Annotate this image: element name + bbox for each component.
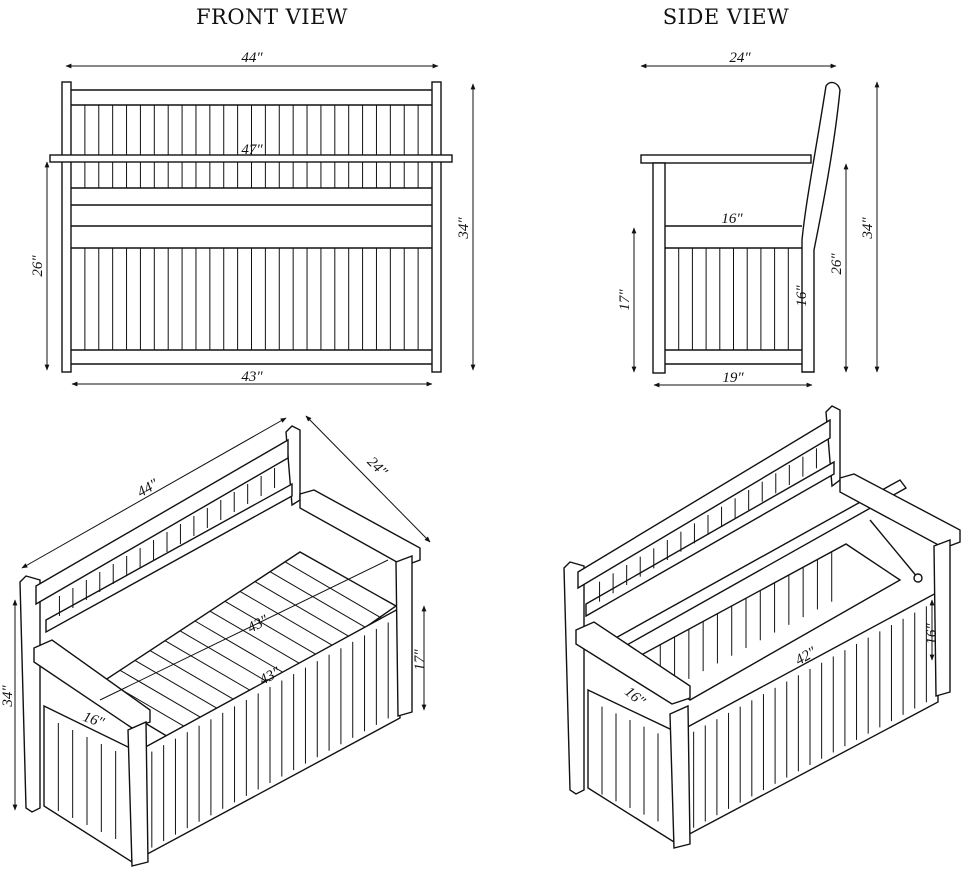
side-seat-height-label: 17″ <box>617 289 633 311</box>
side-total-height-label: 34″ <box>860 217 876 240</box>
front-width-seat-label: 43″ <box>241 369 263 385</box>
iso-left-front-slats <box>151 622 389 848</box>
iso-lid-slat <box>254 581 352 639</box>
iso-left-back-armrest <box>299 489 421 567</box>
iso-lid-slat <box>164 640 262 698</box>
front-view: 44″ 47″ 43″ 26″ 34″ <box>30 50 476 387</box>
front-armrest <box>49 154 453 163</box>
side-arm-height-label: 26″ <box>829 253 845 275</box>
iso-left-length-label: 44″ <box>135 476 162 501</box>
side-seat-depth-label: 16″ <box>721 211 743 227</box>
side-depth-bottom-label: 19″ <box>722 370 744 386</box>
iso-left-front-right-post <box>127 720 149 867</box>
iso-lid-slat <box>269 571 367 629</box>
iso-lid-slat <box>194 620 292 678</box>
iso-right-side-slats <box>601 706 659 822</box>
side-box-height-label: 16″ <box>794 285 810 307</box>
front-width-arm-label: 47″ <box>241 142 263 158</box>
side-front-leg <box>652 162 666 374</box>
iso-right-front-right-post <box>669 704 691 849</box>
front-back-slats <box>84 105 419 188</box>
iso-left-total-height-label: 34″ <box>0 685 16 708</box>
side-box-slats <box>678 248 789 350</box>
side-armrest <box>640 154 812 164</box>
side-depth-top-label: 24″ <box>729 50 751 66</box>
side-view-title: SIDE VIEW <box>663 5 789 29</box>
iso-left-right-post <box>395 554 413 717</box>
iso-right-right-post <box>933 538 951 697</box>
iso-closed-bench: 44″ 24″ 34″ 17″ 43″ 43″ 16″ <box>0 415 431 867</box>
front-height-right-label: 34″ <box>456 217 472 240</box>
iso-left-seat-height-label: 17″ <box>412 649 428 671</box>
iso-left-seat-depth-label: 16″ <box>81 709 107 732</box>
iso-right-inner-depth-label: 16″ <box>621 684 648 710</box>
iso-right-front-slats <box>693 606 927 828</box>
iso-open-bench: 42″ 16″ 16″ <box>563 405 961 849</box>
iso-left-front-left-post <box>19 575 41 813</box>
front-left-post <box>61 81 72 373</box>
iso-lid-slat <box>284 561 382 619</box>
iso-right-inner-slats <box>659 551 833 695</box>
iso-right-front-armrest <box>575 621 691 705</box>
iso-left-side-slats <box>57 723 117 839</box>
front-width-top-label: 44″ <box>241 50 263 66</box>
front-view-title: FRONT VIEW <box>196 5 348 29</box>
iso-lid-slat <box>209 610 307 668</box>
iso-lid-slat <box>134 659 232 717</box>
iso-right-back-slats <box>599 448 817 602</box>
front-height-left-label: 26″ <box>30 255 46 277</box>
iso-lid-slat <box>239 590 337 648</box>
iso-right-back-armrest <box>839 473 961 549</box>
iso-left-front-armrest <box>33 639 151 729</box>
iso-lid-slat <box>224 600 322 658</box>
iso-right-box-height-label: 16″ <box>924 623 940 645</box>
iso-left-depth-label: 24″ <box>364 454 391 481</box>
iso-right-front-left-post <box>563 561 585 795</box>
side-view: 24″ 16″ 19″ 17″ 16″ 26″ 34″ <box>617 50 880 388</box>
side-backrest <box>801 81 841 373</box>
front-box-slats <box>84 248 419 350</box>
front-right-post <box>431 81 442 373</box>
iso-lid-slat <box>149 650 247 708</box>
iso-lid-slat <box>179 630 277 688</box>
